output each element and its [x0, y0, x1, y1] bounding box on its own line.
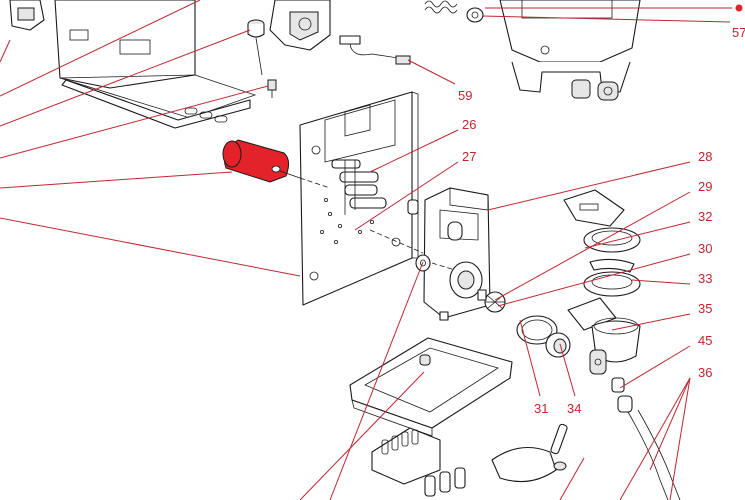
mounting-plate — [299, 91, 419, 306]
connector-45 — [611, 377, 633, 413]
lever-part — [491, 423, 568, 483]
callout-57: 57 — [732, 25, 745, 40]
callout-27: 27 — [462, 149, 476, 164]
plate-holes — [319, 197, 374, 244]
callout-45: 45 — [698, 333, 712, 348]
callout-36: 36 — [698, 365, 712, 380]
dc-motor-highlighted — [222, 139, 301, 183]
ring-32 — [583, 227, 641, 253]
gear-motor — [269, 0, 331, 51]
small-screw — [267, 79, 277, 98]
callout-59: 59 — [458, 88, 472, 103]
brew-housing — [407, 187, 491, 321]
clip-30 — [589, 258, 635, 273]
left-bracket — [9, 0, 45, 31]
grill-bracket — [371, 427, 441, 485]
callout-31: 31 — [534, 401, 548, 416]
callout-30: 30 — [698, 241, 712, 256]
callout-32: 32 — [698, 209, 712, 224]
washer — [466, 7, 484, 23]
seal-34 — [545, 332, 571, 358]
hopper — [499, 0, 641, 101]
drip-tray — [349, 337, 513, 437]
spring — [424, 0, 458, 14]
callout-29: 29 — [698, 179, 712, 194]
callout-26: 26 — [462, 117, 476, 132]
callout-35: 35 — [698, 301, 712, 316]
wire-connector — [339, 35, 411, 65]
chassis-slots — [184, 107, 228, 123]
o-ring-31 — [516, 315, 558, 345]
drain-fittings — [424, 467, 466, 497]
spout-29 — [563, 189, 625, 227]
callout-labels: 57 59 26 27 28 29 32 30 33 35 45 36 31 3… — [458, 25, 745, 416]
small-cap — [247, 19, 265, 38]
callout-34: 34 — [567, 401, 581, 416]
tube-36 — [627, 409, 681, 500]
chassis-plate — [54, 0, 257, 129]
callout-28: 28 — [698, 149, 712, 164]
reference-dot — [735, 4, 743, 12]
callout-33: 33 — [698, 271, 712, 286]
funnel-35 — [567, 297, 641, 375]
plate-fittings — [331, 159, 387, 215]
